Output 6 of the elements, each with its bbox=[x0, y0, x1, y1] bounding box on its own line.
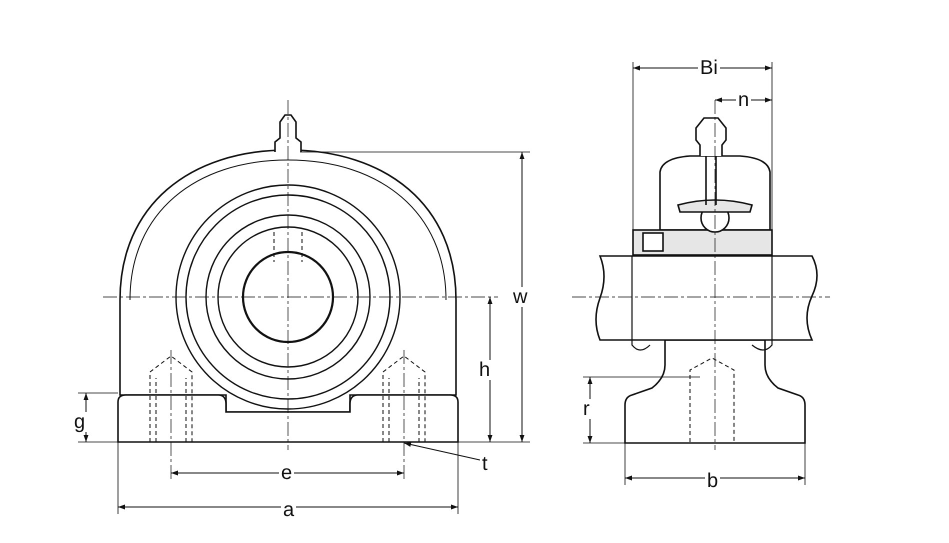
dimension-label: w bbox=[511, 287, 530, 307]
dimension-label: h bbox=[477, 360, 492, 380]
leader-line bbox=[404, 442, 480, 460]
dimension-label: g bbox=[72, 412, 88, 432]
dimension-label: r bbox=[581, 399, 592, 419]
bolt-hole bbox=[382, 355, 426, 443]
